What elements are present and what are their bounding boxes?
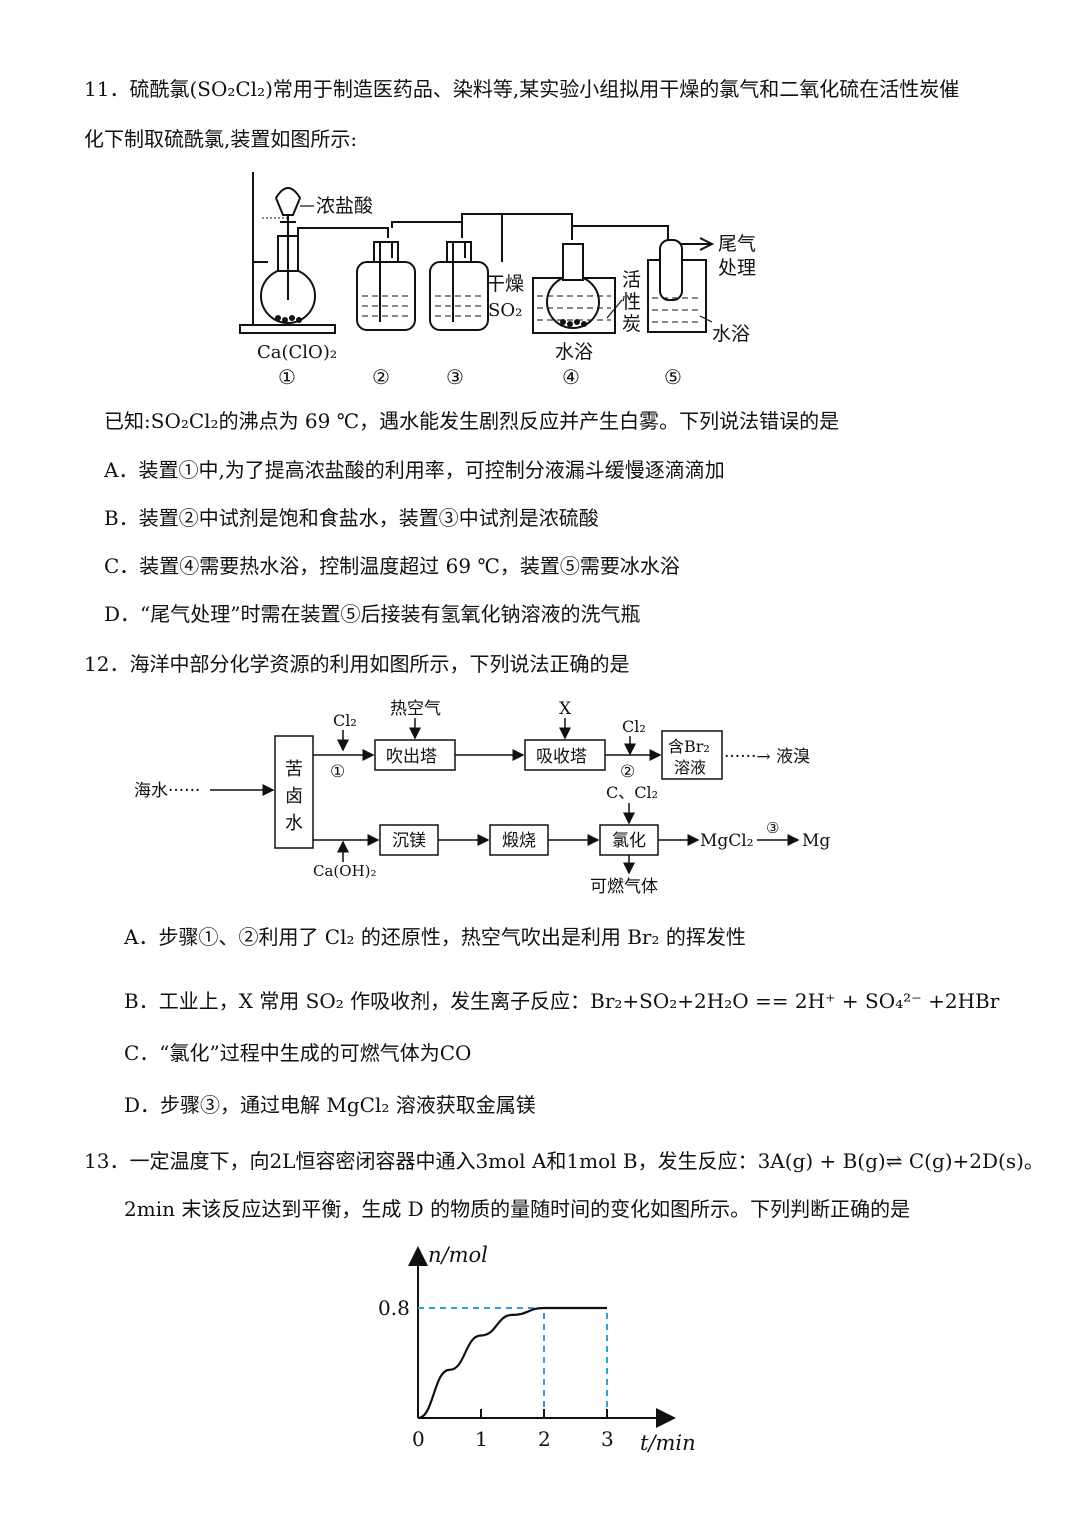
label-carbon-3: 炭 bbox=[622, 313, 641, 335]
box-blow-tower bbox=[374, 739, 456, 771]
tube-3-4 bbox=[461, 213, 573, 240]
label-carbon-1: 活 bbox=[622, 269, 641, 291]
flow-step2: ② bbox=[620, 762, 635, 782]
box-precip-mg bbox=[379, 824, 439, 856]
label-tail-1: 尾气 bbox=[718, 233, 756, 255]
flow-brine-3: 水 bbox=[285, 813, 303, 834]
water-bath-4 bbox=[532, 277, 616, 334]
chart-x-label: t/min bbox=[640, 1431, 696, 1455]
q13-stem-line1: 13．一定温度下，向2L恒容密闭容器中通入3mol A和1mol B，发生反应：… bbox=[84, 1149, 1044, 1173]
flow-flammable-gas: 可燃气体 bbox=[590, 877, 658, 897]
chart-y-tick-label: 0.8 bbox=[378, 1296, 410, 1320]
label-dry: 干燥 bbox=[486, 273, 524, 295]
flow-x: X bbox=[559, 699, 572, 719]
flow-caoh2: Ca(OH)₂ bbox=[313, 862, 377, 880]
tube-1-2 bbox=[297, 227, 389, 238]
flow-hot-air: 热空气 bbox=[390, 699, 441, 719]
box-calcine bbox=[489, 824, 549, 856]
box-chlorinate bbox=[599, 824, 659, 856]
label-hcl: 浓盐酸 bbox=[316, 195, 373, 217]
q11-known: 已知:SO₂Cl₂的沸点为 69 ℃，遇水能发生剧烈反应并产生白雾。下列说法错误… bbox=[104, 409, 840, 433]
flow-calcine: 煅烧 bbox=[502, 831, 536, 851]
flow-brine-1: 苦 bbox=[285, 759, 303, 780]
flow-mgcl2: MgCl₂ bbox=[700, 831, 754, 851]
flow-step3: ③ bbox=[766, 819, 779, 837]
box-absorb-tower bbox=[524, 739, 606, 771]
flow-c-cl2: C、Cl₂ bbox=[606, 783, 658, 802]
chart-y-label: n/mol bbox=[428, 1243, 488, 1267]
flow-chlorinate: 氯化 bbox=[612, 831, 646, 851]
q11-option-c: C．装置④需要热水浴，控制温度超过 69 ℃，装置⑤需要冰水浴 bbox=[104, 554, 680, 578]
flow-brine-2: 卤 bbox=[285, 786, 303, 807]
u-tube-5 bbox=[659, 239, 683, 301]
q12-option-c: C．“氯化”过程中生成的可燃气体为CO bbox=[124, 1041, 472, 1065]
chart-series-line bbox=[417, 1306, 607, 1420]
q12-option-d: D．步骤③，通过电解 MgCl₂ 溶液获取金属镁 bbox=[124, 1093, 536, 1117]
box-br2-solution bbox=[661, 730, 723, 780]
flow-br2-solution-1: 含Br₂ bbox=[668, 737, 710, 756]
separatory-funnel bbox=[274, 187, 302, 216]
flow-liquid-bromine: ······→ 液溴 bbox=[724, 747, 810, 767]
chart-x-tick-label: 3 bbox=[601, 1427, 614, 1451]
label-caclo2: Ca(ClO)₂ bbox=[257, 342, 337, 363]
bottle-3 bbox=[429, 261, 489, 331]
water-bath-5 bbox=[647, 259, 707, 333]
label-tail-2: 处理 bbox=[718, 257, 756, 279]
flow-blow-tower: 吹出塔 bbox=[386, 747, 437, 767]
flow-br2-solution-2: 溶液 bbox=[674, 758, 706, 777]
q11-stem-line1: 11．硫酰氯(SO₂Cl₂)常用于制造医药品、染料等,某实验小组拟用干燥的氯气和… bbox=[84, 77, 960, 101]
q11-option-a: A．装置①中,为了提高浓盐酸的利用率，可控制分液漏斗缓慢逐滴滴加 bbox=[104, 458, 725, 482]
q12-option-b: B．工业上，X 常用 SO₂ 作吸收剂，发生离子反应：Br₂+SO₂+2H₂O … bbox=[124, 989, 1000, 1013]
box-brine bbox=[274, 735, 314, 849]
label-device-5: ⑤ bbox=[664, 365, 682, 389]
q13-stem-line2: 2min 末该反应达到平衡，生成 D 的物质的量随时间的变化如图所示。下列判断正… bbox=[124, 1197, 911, 1221]
label-water-bath-4: 水浴 bbox=[555, 341, 593, 363]
tube-4-5 bbox=[572, 225, 669, 290]
tube-2-3 bbox=[391, 221, 463, 238]
label-device-4: ④ bbox=[562, 365, 580, 389]
q11-option-b: B．装置②中试剂是饱和食盐水，装置③中试剂是浓硫酸 bbox=[104, 506, 599, 530]
chart-x-tick-label: 2 bbox=[538, 1427, 551, 1451]
chart-x-tick-label: 0 bbox=[412, 1427, 425, 1451]
flow-cl2-a: Cl₂ bbox=[333, 711, 357, 730]
q11-option-d: D．“尾气处理”时需在装置⑤后接装有氢氧化钠溶液的洗气瓶 bbox=[104, 602, 641, 626]
label-water-bath-5: 水浴 bbox=[712, 323, 750, 345]
flask-1 bbox=[260, 268, 316, 324]
flow-absorb-tower: 吸收塔 bbox=[536, 747, 587, 767]
label-device-2: ② bbox=[372, 365, 390, 389]
flask-4 bbox=[546, 275, 600, 329]
label-carbon-2: 性 bbox=[622, 291, 641, 313]
label-device-1: ① bbox=[278, 365, 296, 389]
flow-cl2-b: Cl₂ bbox=[622, 717, 646, 736]
chart-x-tick-label: 1 bbox=[475, 1427, 488, 1451]
flask-1-neck bbox=[277, 235, 299, 272]
q12-stem: 12．海洋中部分化学资源的利用如图所示，下列说法正确的是 bbox=[84, 652, 630, 676]
q12-option-a: A．步骤①、②利用了 Cl₂ 的还原性，热空气吹出是利用 Br₂ 的挥发性 bbox=[124, 925, 746, 949]
flow-step1: ① bbox=[330, 762, 345, 782]
flow-precip-mg: 沉镁 bbox=[392, 831, 426, 851]
flow-mg: Mg bbox=[802, 831, 830, 851]
q11-stem-line2: 化下制取硫酰氯,装置如图所示: bbox=[84, 127, 358, 151]
stand-base bbox=[239, 324, 336, 334]
bottle-2 bbox=[356, 261, 416, 331]
flow-seawater: 海水······ bbox=[134, 781, 200, 801]
label-device-3: ③ bbox=[446, 365, 464, 389]
label-so2: SO₂ bbox=[488, 300, 522, 321]
